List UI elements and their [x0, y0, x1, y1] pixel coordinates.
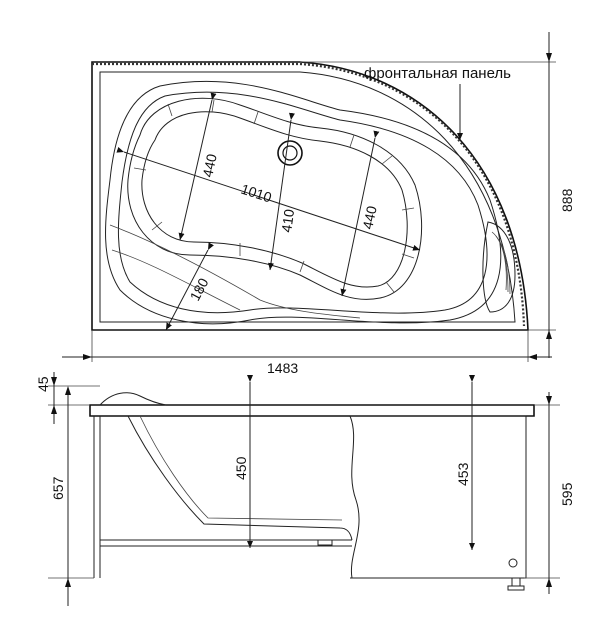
front-panel-label: фронтальная панель	[364, 65, 511, 82]
front-panel-edge	[92, 62, 526, 327]
seat-groove	[109, 224, 361, 319]
dim-total-height-label: 657	[50, 476, 66, 500]
tub-outer-contour	[91, 61, 529, 331]
dim-rim-label: 45	[35, 376, 51, 392]
arrow-rim-top	[51, 377, 57, 386]
side-view: 450 453 45 657 595	[35, 372, 575, 606]
dim-line-waist	[267, 112, 295, 271]
side-bath-body	[127, 415, 353, 541]
side-rim	[89, 404, 535, 417]
dim-right-bowl-label: 440	[359, 204, 380, 230]
dim-line-left-bowl	[178, 92, 217, 241]
dim-width-label: 1483	[267, 360, 298, 376]
dim-waist-label: 410	[278, 208, 297, 234]
siphon-icon	[317, 539, 333, 546]
tub-rim-line	[99, 71, 516, 323]
dim-seat-label: 180	[187, 275, 212, 303]
grip-ring-marks	[133, 99, 415, 293]
arrow-panel-top	[546, 396, 552, 405]
arrow-width-left	[83, 354, 92, 360]
dim-line-seat	[165, 242, 214, 331]
arrow-depth-bottom	[546, 330, 552, 339]
dim-diagonal-label: 1010	[239, 181, 274, 206]
side-cutaway-wave	[349, 415, 360, 579]
arrow-rim-bottom	[51, 405, 57, 414]
seat-groove-2	[111, 249, 241, 311]
dim-line-right-bowl	[340, 130, 380, 297]
side-headrest	[99, 392, 167, 406]
inner-bowl-outer	[127, 97, 423, 300]
arrow-depth-top	[546, 53, 552, 62]
dim-inner-depth-left-label: 450	[233, 456, 249, 480]
drain-icon	[277, 140, 303, 166]
arrow-total-top	[65, 386, 71, 395]
dim-inner-depth-right-label: 453	[455, 462, 471, 486]
side-foot	[507, 578, 525, 591]
top-view: 1010 440 410 440 180 фронтальная панель …	[62, 32, 575, 376]
side-front-panel	[350, 415, 527, 579]
dim-panel-height-label: 595	[559, 482, 575, 506]
dim-left-bowl-label: 440	[199, 152, 220, 178]
dim-depth-label: 888	[559, 188, 575, 212]
arrow-panel-bottom	[546, 578, 552, 587]
bath-well-outer	[105, 80, 502, 325]
inner-bowl-inner	[141, 111, 408, 288]
side-bath-body-2	[139, 415, 343, 521]
side-drain-knob	[508, 558, 518, 568]
arrow-width-right	[528, 354, 537, 360]
arrow-total-bottom	[65, 578, 71, 587]
headrest	[482, 221, 516, 313]
